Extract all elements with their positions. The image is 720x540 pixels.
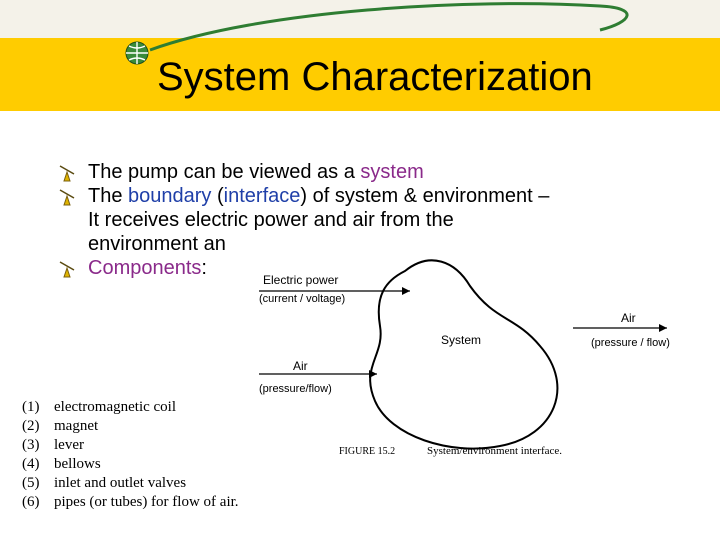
system-environment-figure: Electric power (current / voltage) Air (… [255,246,675,461]
item-number: (5) [22,475,40,491]
item-text: lever [54,437,84,453]
system-label: System [441,333,481,347]
bullet-text: : [201,257,207,279]
item-text: magnet [54,418,99,434]
electric-power-label: Electric power [263,273,338,287]
item-number: (4) [22,456,40,472]
figure-diagram: Electric power (current / voltage) Air (… [259,259,670,457]
air-out-label: Air [621,311,636,325]
item-number: (3) [22,437,40,453]
item-text: inlet and outlet valves [54,475,187,491]
bullet-text: ( [211,185,224,207]
bullet-text-line3: environment an [88,233,226,255]
bullet-boundary: The boundary (interface) of system & env… [58,184,658,256]
bullet-text-line2: It receives electric power and air from … [88,209,454,231]
item-text: bellows [54,456,101,472]
figure-caption-text: System/environment interface. [427,445,562,457]
item-text: electromagnetic coil [54,399,177,415]
system-link[interactable]: system [360,161,424,183]
item-text: pipes (or tubes) for flow of air. [54,494,239,510]
bullet-text: The pump can be viewed as a [88,161,361,183]
pressure-flow-in-label: (pressure/flow) [259,383,332,395]
bullet-text: ) of system & environment – [300,185,550,207]
components-link[interactable]: Components [88,257,202,279]
list-item: (5) inlet and outlet valves [22,474,282,493]
bullet-icon [59,261,75,278]
globe-icon [125,41,149,65]
bullet-components: Components: [58,256,658,280]
pressure-flow-out-label: (pressure / flow) [591,337,670,349]
bullet-system: The pump can be viewed as a system [58,160,658,184]
figure-caption-number: FIGURE 15.2 [339,446,395,457]
components-list: (1) electromagnetic coil (2) magnet (3) lev… [22,398,282,512]
list-item: (2) magnet [22,417,282,436]
item-number: (2) [22,418,40,434]
bullet-icon [59,189,75,206]
air-in-label: Air [293,359,308,373]
bullet-icon [59,165,75,182]
item-number: (1) [22,399,40,415]
list-item: (1) electromagnetic coil [22,398,282,417]
item-number: (6) [22,494,40,510]
bullet-list: The pump can be viewed as a system The b… [58,160,658,280]
boundary-link[interactable]: boundary [128,185,212,207]
current-voltage-label: (current / voltage) [259,293,345,305]
list-item: (4) bellows [22,455,282,474]
slide-title: System Characterization [157,55,593,99]
bullet-text: The [88,185,129,207]
system-boundary-shape [369,259,559,450]
list-item: (3) lever [22,436,282,455]
list-item: (6) pipes (or tubes) for flow of air. [22,493,282,512]
interface-link[interactable]: interface [223,185,301,207]
